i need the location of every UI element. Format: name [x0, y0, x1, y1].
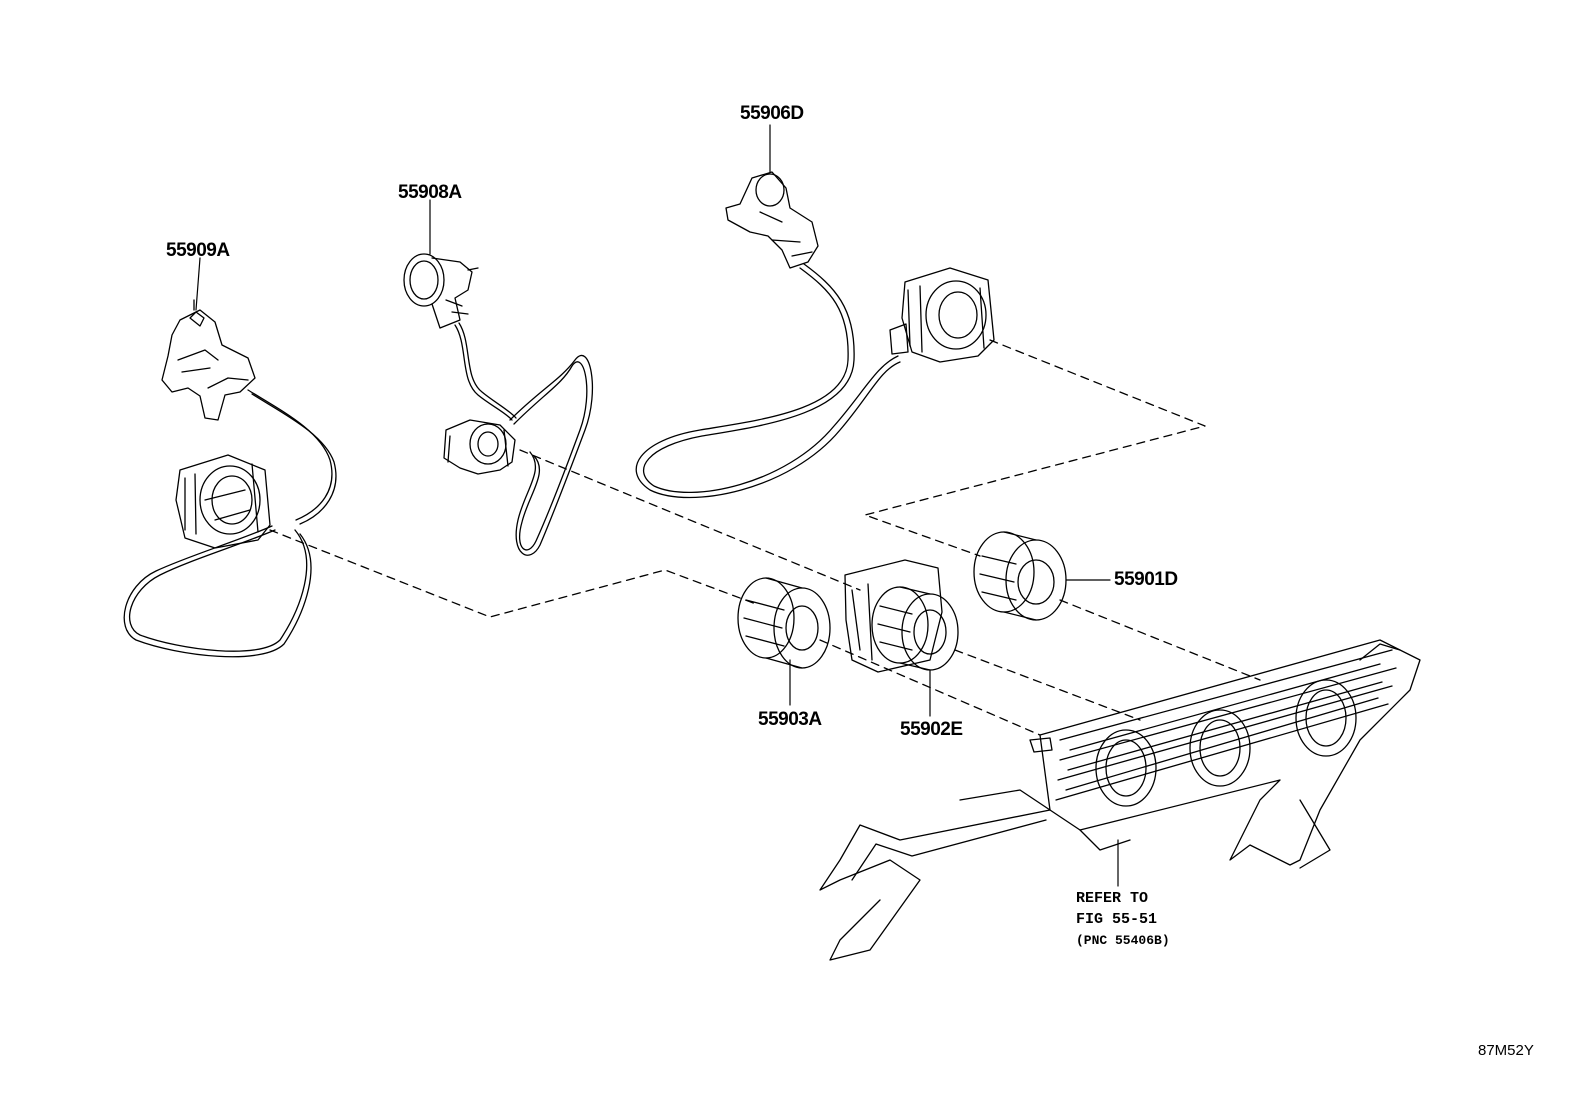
assembly-lines [269, 339, 1261, 736]
part-55909A-cable [123, 389, 337, 658]
part-label-55909A: 55909A [166, 240, 230, 261]
part-label-55903A: 55903A [758, 709, 822, 730]
part-label-55908A: 55908A [398, 182, 462, 203]
part-55909A-actuator [161, 299, 256, 421]
reference-note-line3: (PNC 55406B) [1076, 933, 1170, 948]
part-55903A-knob [737, 577, 831, 669]
leader-lines [195, 124, 1119, 887]
part-55909A-rotary-base [175, 454, 271, 549]
bezel-panel [819, 639, 1421, 961]
part-label-55901D: 55901D [1114, 569, 1178, 590]
part-label-55906D: 55906D [740, 103, 804, 124]
part-55901D-knob [973, 531, 1067, 621]
illustration-code: 87M52Y [1478, 1042, 1534, 1059]
part-55906D-rotary-base [889, 267, 995, 363]
part-55908A-rotary-base [443, 419, 516, 475]
part-label-55902E: 55902E [900, 719, 963, 740]
part-55906D-cable [635, 263, 901, 499]
part-55902E-knob-assembly [844, 559, 959, 673]
part-55908A-actuator [403, 253, 479, 329]
part-55908A-cable [454, 322, 594, 556]
part-55906D-actuator [725, 171, 819, 269]
reference-note-line2: FIG 55-51 [1076, 911, 1158, 928]
reference-note-line1: REFER TO [1076, 890, 1149, 907]
